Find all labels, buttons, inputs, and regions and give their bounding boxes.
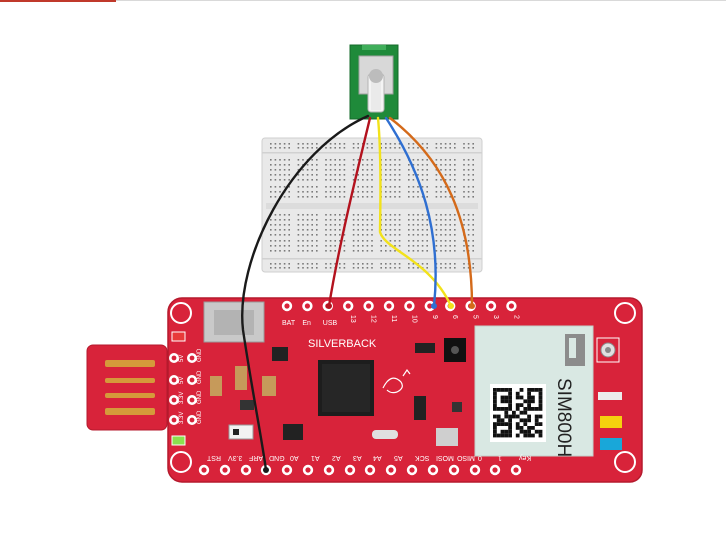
side-pin-label: 3.3V	[179, 412, 185, 424]
module-label: SIM800H	[553, 378, 574, 457]
side-pin-label: 5V	[179, 377, 185, 384]
bottom-pin-label: 1	[498, 454, 502, 461]
bottom-pin-label: 3.3V	[228, 454, 243, 461]
side-pin-label: GND	[197, 348, 203, 362]
bottom-pin-label: MOSI	[436, 454, 454, 461]
top-accent-bar	[0, 0, 116, 2]
top-pin-header: BAT En USB 13 12 11 10 9 6 5 3 2	[281, 300, 519, 327]
signal-wire-9	[376, 116, 453, 308]
antenna-connector-icon	[596, 337, 620, 363]
mini-breadboard-icon	[261, 137, 483, 273]
top-pin-label: 5	[472, 315, 479, 319]
side-pin-label: GND	[197, 410, 203, 424]
signal-wire-6	[384, 116, 437, 308]
side-pin-label: GND	[197, 390, 203, 404]
rotary-encoder-icon	[349, 44, 399, 120]
top-pin-label: 3	[492, 315, 499, 319]
bottom-pin-label: Key	[519, 454, 532, 461]
gnd-wire	[241, 114, 370, 472]
usb-power-wire	[327, 116, 372, 308]
mount-holes	[170, 302, 636, 473]
bottom-pin-label: MISO	[456, 454, 474, 461]
qr-code-icon	[490, 384, 546, 442]
top-pin-label: 12	[370, 315, 377, 323]
bottom-pin-label: RST	[206, 454, 221, 461]
bottom-pin-label: A4	[373, 454, 382, 461]
signal-wire-5	[388, 116, 474, 308]
top-pin-label: En	[302, 320, 311, 327]
side-pin-label: GND	[197, 370, 203, 384]
bottom-pin-label: ARF	[249, 454, 263, 461]
side-pin-header: 5V GND 5V GND 3.3V GND 3.3V GND	[169, 348, 203, 425]
bottom-pin-label: SCK	[415, 454, 430, 461]
top-pin-label: 6	[451, 315, 458, 319]
logo-icon	[382, 377, 403, 394]
top-pin-label: 2	[512, 315, 519, 319]
top-pin-label: 9	[431, 315, 438, 319]
side-pin-label: 5V	[179, 355, 185, 362]
top-pin-label: BAT	[282, 320, 296, 327]
bottom-pin-label: A5	[394, 454, 403, 461]
wires	[241, 114, 475, 473]
top-rule	[116, 0, 726, 1]
bottom-pin-label: A0	[290, 454, 299, 461]
bottom-pin-label: 0	[478, 454, 482, 461]
top-pin-label: USB	[323, 320, 338, 327]
top-pin-label: 11	[390, 315, 397, 322]
top-pin-label: 13	[349, 315, 356, 323]
side-pin-label: 3.3V	[179, 392, 185, 404]
sim800h-module: SIM800H	[474, 325, 594, 457]
sim-card-icon	[565, 334, 585, 366]
bottom-pin-label: A2	[332, 454, 341, 461]
top-pin-label: 10	[410, 315, 417, 323]
bottom-pin-label: A1	[311, 454, 320, 461]
usb-plug	[86, 344, 168, 431]
board-name: SILVERBACK	[308, 338, 377, 350]
bottom-pin-label: A3	[353, 454, 362, 461]
bottom-pin-label: GND	[269, 454, 285, 461]
